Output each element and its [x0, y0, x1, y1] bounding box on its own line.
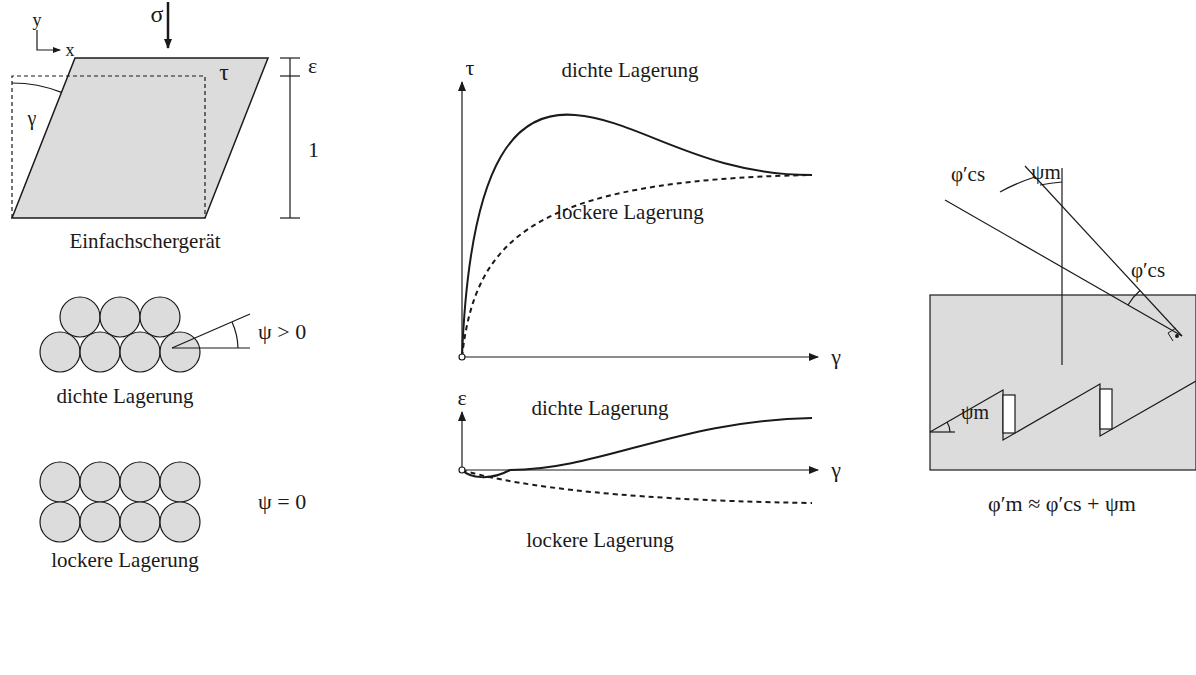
- axis-label: τ: [466, 57, 475, 79]
- dimension-label: ε: [308, 55, 317, 77]
- axis-label: γ: [831, 459, 841, 481]
- caption-label: lockere Lagerung: [51, 550, 199, 571]
- formula: φ′m ≈ φ′cs + ψm: [988, 493, 1136, 515]
- angle-label: ψ > 0: [258, 321, 306, 343]
- axis-label: x: [66, 41, 75, 59]
- angle-label: φ′cs: [1131, 260, 1165, 281]
- curve-label: lockere Lagerung: [556, 202, 704, 223]
- angle-label: ψ = 0: [258, 491, 306, 513]
- caption-label: Einfachschergerät: [69, 231, 220, 252]
- stress-symbol: τ: [219, 60, 229, 84]
- curve-label: lockere Lagerung: [526, 530, 674, 551]
- axis-label: ε: [457, 387, 466, 409]
- caption-label: dichte Lagerung: [56, 386, 193, 407]
- dimension-label: 1: [308, 139, 319, 161]
- curve-label: dichte Lagerung: [531, 398, 668, 419]
- stress-symbol: σ: [151, 2, 164, 26]
- angle-label: γ: [28, 108, 37, 128]
- axis-label: γ: [831, 346, 841, 368]
- angle-label: φ′cs: [951, 164, 985, 185]
- axis-label: y: [33, 11, 42, 29]
- angle-label: ψm: [1031, 162, 1060, 183]
- angle-label: ψm: [961, 402, 989, 422]
- curve-label: dichte Lagerung: [561, 60, 698, 81]
